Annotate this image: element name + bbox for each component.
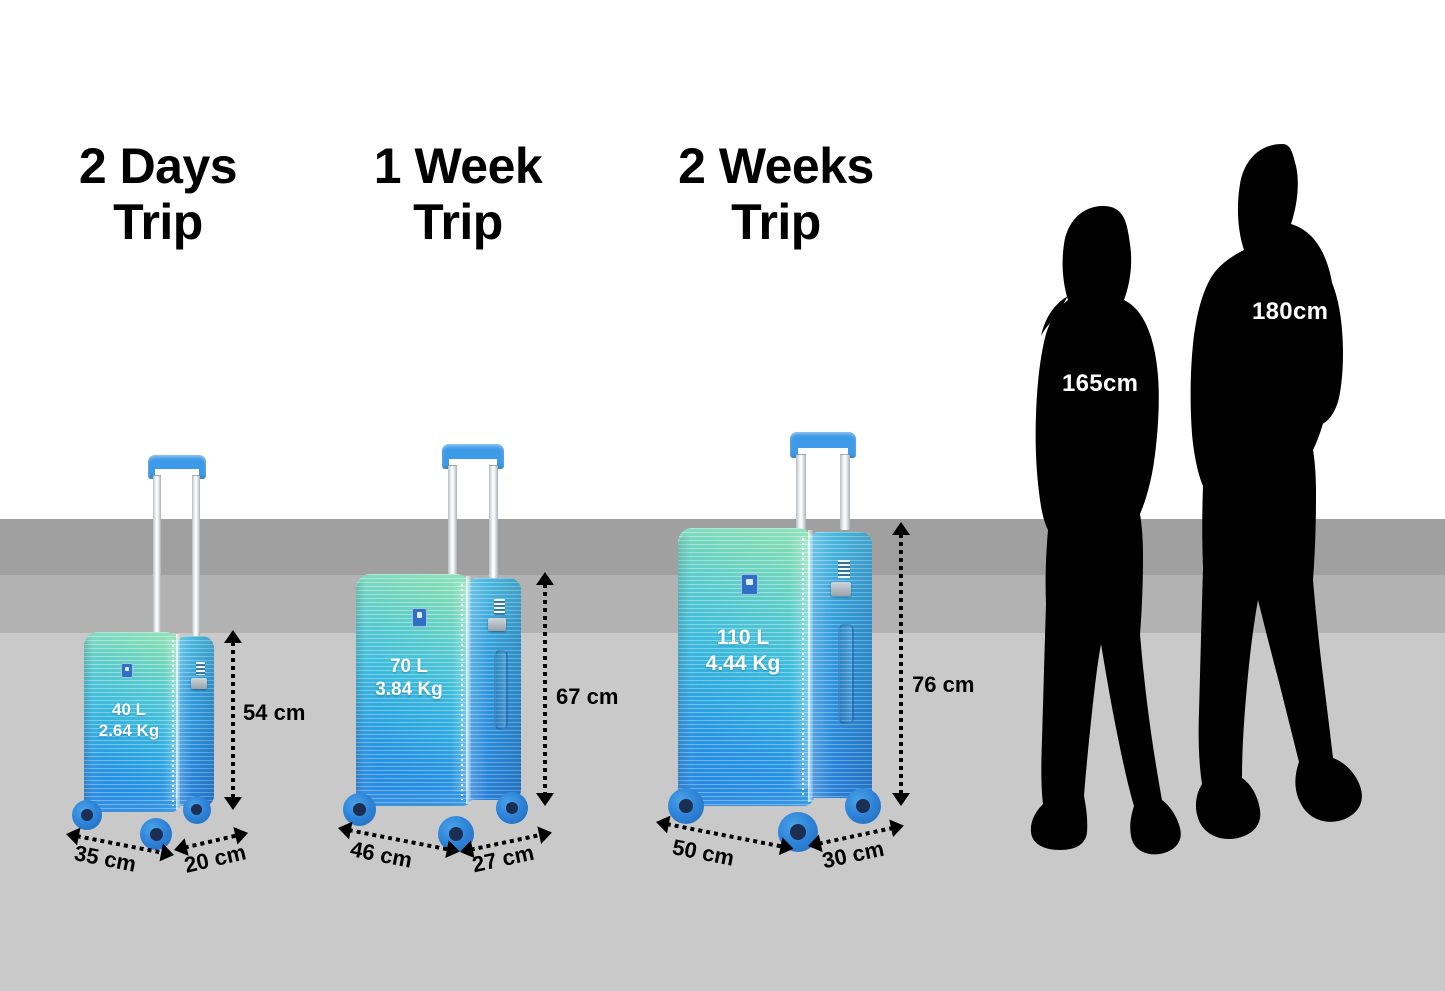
wheel-front-left <box>343 793 376 826</box>
zipper-dots <box>802 538 804 798</box>
tsa-lock-icon <box>488 618 506 631</box>
wheel-front-right <box>140 818 172 850</box>
shell-seam <box>808 530 813 802</box>
wheel-front-left <box>668 788 704 824</box>
side-carry-handle <box>838 624 854 724</box>
dimension-arrow-height-small <box>222 630 244 810</box>
wheel-front-left <box>72 800 102 830</box>
brand-logo-badge-icon <box>121 663 133 678</box>
heading-1-week-trip: 1 Week Trip <box>373 138 543 250</box>
heading-2-days-trip: 2 Days Trip <box>78 138 238 250</box>
shell-side-face <box>468 578 521 800</box>
tsa-lock-icon <box>831 582 851 596</box>
dimension-label-height-medium: 67 cm <box>556 684 619 709</box>
spec-label-medium: 70 L 3.84 Kg <box>375 656 443 701</box>
tsa-lock-dials-icon <box>196 662 205 675</box>
shell-seam <box>176 634 180 810</box>
tsa-lock-dials-icon <box>494 599 505 615</box>
female-height-label: 165cm <box>1062 370 1139 397</box>
handle-pole-left <box>448 465 457 585</box>
wheel-front-right <box>438 816 474 852</box>
brand-logo-badge-icon <box>741 574 758 595</box>
dimension-label-height-large: 76 cm <box>912 672 975 697</box>
female-silhouette: 165cm <box>1010 200 1210 860</box>
dimension-label-height-small: 54 cm <box>243 700 306 725</box>
handle-pole-left <box>153 475 161 655</box>
shell-front-face <box>84 632 181 812</box>
wheel-back-right <box>183 796 211 824</box>
handle-pole-left <box>796 454 806 532</box>
wheel-back-right <box>845 788 881 824</box>
handle-pole-right <box>489 465 498 583</box>
spec-label-large: 110 L 4.44 Kg <box>705 626 781 675</box>
dimension-arrow-height-large <box>890 522 912 806</box>
zipper-dots <box>172 640 174 806</box>
brand-logo-badge-icon <box>412 608 427 627</box>
heading-2-weeks-trip: 2 Weeks Trip <box>678 138 874 250</box>
side-carry-handle <box>494 650 508 730</box>
handle-pole-right <box>840 454 850 530</box>
male-height-label: 180cm <box>1252 298 1329 325</box>
shell-seam <box>466 576 471 804</box>
wheel-front-right <box>778 812 818 852</box>
handle-pole-right <box>192 475 200 650</box>
handle-grip-icon <box>790 432 856 460</box>
tsa-lock-dials-icon <box>838 560 850 578</box>
spec-label-small: 40 L 2.64 Kg <box>98 700 160 740</box>
handle-grip-icon <box>442 444 504 471</box>
dimension-arrow-height-medium <box>534 572 556 806</box>
zipper-dots <box>461 584 463 800</box>
tsa-lock-icon <box>191 678 207 689</box>
wheel-back-right <box>496 792 528 824</box>
male-silhouette: 180cm <box>1172 140 1402 860</box>
